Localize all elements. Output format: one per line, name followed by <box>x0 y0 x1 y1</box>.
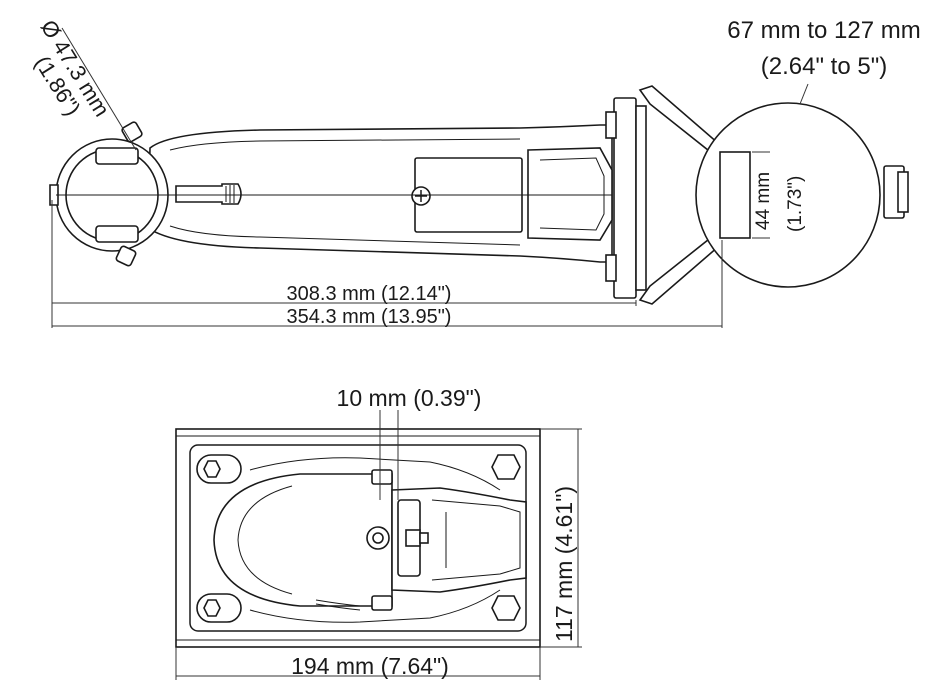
slot-width-label: 10 mm (0.39") <box>337 385 482 411</box>
mounting-holes <box>196 454 521 623</box>
total-length-label: 354.3 mm (13.95") <box>287 306 452 328</box>
pole-range-label-inches: (2.64" to 5") <box>761 53 887 80</box>
top-width-label: 194 mm (7.64") <box>291 653 449 679</box>
bracket-height-label-inches: (1.73") <box>785 176 806 232</box>
arm-length-label: 308.3 mm (12.14") <box>287 283 452 305</box>
pole-range-label: 67 mm to 127 mm <box>727 17 920 44</box>
neck-block <box>527 147 613 241</box>
top-view: 10 mm (0.39") 117 mm (4.61") 194 mm (7.6… <box>175 385 582 680</box>
arm-neck <box>391 487 527 593</box>
housing-dome <box>213 473 393 607</box>
side-view: Ø 47.3 mm (1.86") 67 mm to 127 mm (2.64"… <box>30 15 921 328</box>
bracket-block <box>719 151 751 239</box>
top-height-label: 117 mm (4.61") <box>551 486 577 642</box>
pole-circle <box>695 102 881 288</box>
cable-grip <box>175 183 242 205</box>
bracket-height-label: 44 mm <box>753 172 774 230</box>
mounting-plate <box>613 97 637 299</box>
